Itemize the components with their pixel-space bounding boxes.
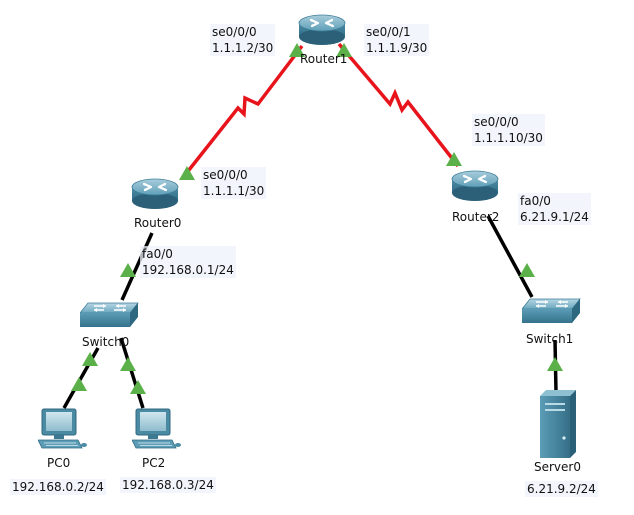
pc-icon [132,408,182,449]
device-name-pc0: PC0 [47,456,71,470]
pc0-ip-label: 192.168.0.2/24 [10,479,106,495]
interface-label-router0-fa00: fa0/0 192.168.0.1/24 [140,246,236,278]
server-icon [540,390,576,458]
link-up-indicator [120,357,136,371]
interface-name: se0/0/0 [474,115,519,129]
ethernet-link-switch0-pc0[interactable] [62,347,100,409]
device-name-switch0: Switch0 [82,335,130,349]
switch-icon [80,302,139,328]
router-icon [450,169,500,202]
interface-ip: 1.1.1.9/30 [366,41,428,55]
server0-ip-label: 6.21.9.2/24 [525,481,598,497]
interface-label-router1-se001: se0/0/1 1.1.1.9/30 [364,24,430,56]
device-name-router1: Router1 [300,52,348,66]
pc2-device[interactable] [132,408,182,449]
link-up-indicator [120,263,136,277]
interface-name: se0/0/0 [203,168,248,182]
interface-label-router2-fa00: fa0/0 6.21.9.1/24 [518,193,591,225]
interface-label-router1-se000: se0/0/0 1.1.1.2/30 [210,24,276,56]
switch1-device[interactable] [522,298,581,324]
interface-ip: 1.1.1.10/30 [474,131,543,145]
device-name-pc2: PC2 [142,456,166,470]
router0-device[interactable] [130,177,180,210]
interface-label-router2-se000: se0/0/0 1.1.1.10/30 [472,114,545,146]
router-icon [297,13,347,46]
ethernet-link-switch0-pc2[interactable] [119,337,145,409]
router1-device[interactable] [297,13,347,46]
link-status-indicators [71,43,563,394]
device-name-router2: Router2 [452,210,500,224]
link-up-indicator [71,377,87,391]
link-up-indicator [446,152,462,166]
link-up-indicator [336,43,352,57]
interface-ip: 192.168.0.1/24 [142,263,234,277]
interface-label-router0-se000: se0/0/0 1.1.1.1/30 [201,167,267,199]
interface-name: se0/0/0 [212,25,257,39]
interface-name: fa0/0 [142,247,173,261]
link-up-indicator [82,352,98,366]
device-name-switch1: Switch1 [526,332,574,346]
router2-device[interactable] [450,169,500,202]
device-name-server0: Server0 [534,460,581,474]
interface-ip: 6.21.9.1/24 [520,210,589,224]
interface-ip: 1.1.1.1/30 [203,184,265,198]
link-up-indicator [179,166,195,180]
link-up-indicator [519,263,535,277]
ethernet-link-router0-switch0[interactable] [120,232,154,301]
interface-name: se0/0/1 [366,25,411,39]
serial-link-router1-router0[interactable] [183,44,304,177]
pc2-ip-label: 192.168.0.3/24 [120,477,216,493]
link-up-indicator [547,357,563,371]
switch0-device[interactable] [80,302,139,328]
link-up-indicator [289,43,305,57]
pc-icon [38,408,88,449]
serial-link-router1-router2[interactable] [337,42,460,168]
server0-device[interactable] [540,390,576,458]
ethernet-link-router2-switch1[interactable] [486,215,534,298]
interface-ip: 1.1.1.2/30 [212,41,274,55]
router-icon [130,177,180,210]
interface-name: fa0/0 [520,194,551,208]
pc0-device[interactable] [38,408,88,449]
switch-icon [522,298,581,324]
device-name-router0: Router0 [134,216,182,230]
link-up-indicator [130,380,146,394]
